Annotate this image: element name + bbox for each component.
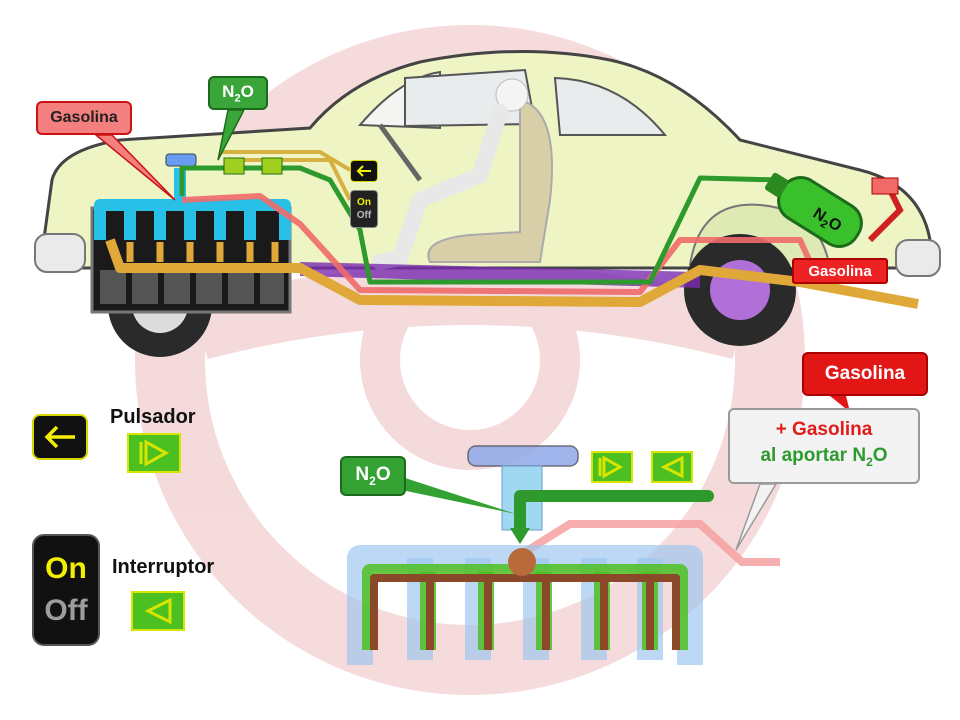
- exhaust-pipe-branch: [126, 242, 279, 262]
- mini-onoff-switch: On Off: [350, 190, 378, 228]
- legend-switch-valve: [131, 591, 185, 631]
- n2o-callout-top: N2O: [208, 76, 268, 110]
- gas-filler-cap: [871, 177, 899, 195]
- info-line2: al aportar N2O: [760, 445, 888, 469]
- push-valve-icon: [598, 455, 624, 479]
- mini-arrow-button: [350, 160, 378, 182]
- callout-pointer-n2o-detail: [392, 478, 516, 514]
- info-line1: + Gasolina: [775, 419, 873, 441]
- air-filter: [165, 153, 197, 167]
- n2o-callout-detail: N2O: [340, 456, 406, 496]
- gasoline-line: [181, 193, 813, 295]
- callout-pointer-info: [735, 483, 778, 551]
- left-arrow-icon: [44, 425, 75, 449]
- mini-on-label: On: [357, 197, 371, 208]
- exhaust-pipe: [105, 238, 919, 309]
- gasolina-callout-big: Gasolina: [802, 352, 928, 396]
- on-label: On: [45, 552, 87, 585]
- switch-valve-detail: [651, 451, 693, 483]
- gasolina-label-car: Gasolina: [808, 262, 872, 280]
- info-callout: + Gasolina al aportar N2O: [728, 408, 920, 484]
- switch-valve-icon: [660, 455, 684, 479]
- off-label: Off: [44, 594, 88, 627]
- n2o-line: [179, 165, 781, 285]
- gasolina-label-big: Gasolina: [824, 363, 906, 384]
- callout-pointer-n2o: [217, 109, 246, 161]
- gasolina-tank-label: Gasolina: [792, 258, 888, 284]
- n2o-label-detail: N2O: [355, 464, 391, 488]
- detail-manifold: [347, 445, 780, 665]
- n2o-label-top: N2O: [222, 81, 254, 105]
- arrow-button[interactable]: [32, 414, 88, 460]
- onoff-switch[interactable]: On Off: [32, 534, 100, 646]
- legend-switch-icon: [144, 597, 172, 625]
- gasolina-callout-top: Gasolina: [36, 101, 132, 135]
- interruptor-label: Interruptor: [112, 556, 215, 578]
- left-arrow-icon: [356, 165, 371, 177]
- switch-valve-small: [261, 157, 283, 175]
- push-valve-detail: [591, 451, 633, 483]
- n2o-tank: [764, 172, 863, 248]
- push-valve-small: [223, 157, 245, 175]
- callout-pointer-gas: [93, 134, 176, 201]
- mini-off-label: Off: [356, 210, 372, 221]
- pulsador-label: Pulsador: [110, 406, 196, 428]
- gas-filler: [867, 188, 904, 243]
- gasolina-label-top: Gasolina: [50, 109, 118, 126]
- legend-push-icon: [139, 439, 170, 467]
- legend-push-valve: [127, 433, 181, 473]
